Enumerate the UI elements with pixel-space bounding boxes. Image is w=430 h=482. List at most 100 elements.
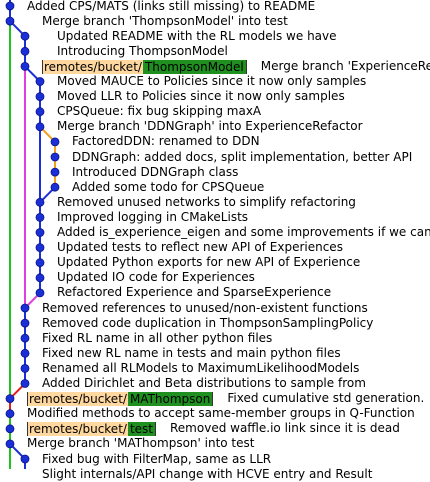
commit-dot[interactable]	[5, 409, 15, 419]
commit-dot[interactable]	[5, 1, 15, 11]
commit-row[interactable]: Added some todo for CPSQueue	[72, 180, 430, 195]
commit-dot[interactable]	[35, 243, 45, 253]
commit-message: Improved logging in CMakeLists	[57, 209, 249, 224]
commit-row[interactable]: Modified methods to accept same-member g…	[27, 406, 430, 421]
commit-row[interactable]: Introduced DDNGraph class	[72, 165, 430, 180]
ref-remote-prefix: remotes/bucket/	[28, 422, 128, 437]
commit-message: Introducing ThompsonModel	[57, 43, 228, 58]
commit-message: Modified methods to accept same-member g…	[27, 406, 415, 421]
commit-row[interactable]: Merge branch 'DDNGraph' into ExperienceR…	[57, 119, 430, 134]
commit-row[interactable]: Fixed RL name in all other python files	[42, 331, 430, 346]
commit-dot[interactable]	[50, 152, 60, 162]
commit-dot[interactable]	[5, 16, 15, 26]
commit-row[interactable]: Added is_experience_eigen and some impro…	[57, 225, 430, 240]
commit-dot[interactable]	[35, 273, 45, 283]
commit-message: Merge branch 'DDNGraph' into ExperienceR…	[57, 119, 363, 134]
commit-message: FactoredDDN: renamed to DDN	[72, 134, 260, 149]
commit-row[interactable]: Improved logging in CMakeLists	[57, 210, 430, 225]
commit-dot[interactable]	[50, 182, 60, 192]
ref-branch-name: test	[127, 422, 155, 437]
commit-dot[interactable]	[5, 439, 15, 449]
commit-row[interactable]: Fixed new RL name in tests and main pyth…	[42, 346, 430, 361]
commit-message: CPSQueue: fix bug skipping maxA	[57, 104, 262, 119]
branch-ref-label[interactable]: remotes/bucket/MAThompson	[27, 392, 214, 407]
commit-message: Fixed bug with FilterMap, same as LLR	[42, 451, 272, 466]
commit-dot[interactable]	[20, 31, 30, 41]
commit-message: Removed waffle.io link since it is dead	[170, 421, 400, 436]
commit-message: Updated README with the RL models we hav…	[57, 28, 337, 43]
commit-message: Removed unused networks to simplify refa…	[57, 194, 356, 209]
commit-dot[interactable]	[50, 167, 60, 177]
commit-row[interactable]: Introducing ThompsonModel	[57, 44, 430, 59]
commit-message: Fixed new RL name in tests and main pyth…	[42, 345, 341, 360]
commit-row[interactable]: Moved LLR to Policies since it now only …	[57, 89, 430, 104]
commit-row[interactable]: Updated tests to reflect new API of Expe…	[57, 240, 430, 255]
commit-row[interactable]: FactoredDDN: renamed to DDN	[72, 134, 430, 149]
commit-row[interactable]: Updated README with the RL models we hav…	[57, 29, 430, 44]
branch-ref-label[interactable]: remotes/bucket/test	[27, 422, 156, 437]
commit-message: Fixed cumulative std generation.	[227, 391, 425, 406]
commit-message: Added CPS/MATS (links still missing) to …	[27, 0, 316, 13]
commit-message: Removed code duplication in ThompsonSamp…	[42, 315, 374, 330]
commit-dot[interactable]	[50, 137, 60, 147]
commit-dot[interactable]	[35, 228, 45, 237]
commit-message: DDNGraph: added docs, split implementati…	[72, 149, 413, 164]
commit-row[interactable]: Removed references to unused/non-existen…	[42, 301, 430, 316]
commit-row[interactable]: Fixed bug with FilterMap, same as LLR	[42, 452, 430, 467]
commit-message: Updated IO code for Experiences	[57, 270, 255, 285]
commit-message: Introduced DDNGraph class	[72, 164, 239, 179]
commit-row[interactable]: remotes/bucket/MAThompson Fixed cumulativ…	[27, 391, 430, 407]
branch-ref-label[interactable]: remotes/bucket/ThompsonModel	[42, 59, 247, 74]
commit-message: Refactored Experience and SparseExperien…	[57, 285, 332, 300]
ref-remote-prefix: remotes/bucket/	[28, 392, 128, 407]
ref-branch-name: MAThompson	[127, 392, 213, 407]
ref-branch-name: ThompsonModel	[142, 59, 246, 74]
commit-message: Removed references to unused/non-existen…	[42, 300, 368, 315]
commit-dot[interactable]	[35, 258, 45, 268]
commit-row[interactable]: Renamed all RLModels to MaximumLikelihoo…	[42, 361, 430, 376]
commit-message: Merge branch 'ThompsonModel' into test	[42, 13, 288, 28]
commit-dot[interactable]	[35, 212, 45, 222]
commit-row[interactable]: Merge branch 'ThompsonModel' into test	[42, 14, 430, 29]
commit-dot[interactable]	[20, 303, 30, 313]
commit-dot[interactable]	[20, 363, 30, 373]
commit-dot[interactable]	[20, 454, 30, 464]
ref-remote-prefix: remotes/bucket/	[43, 59, 143, 74]
commit-dot[interactable]	[5, 424, 15, 434]
commit-message: Renamed all RLModels to MaximumLikelihoo…	[42, 360, 360, 375]
commit-row[interactable]: remotes/bucket/test Removed waffle.io lin…	[27, 421, 430, 437]
commit-dot[interactable]	[35, 122, 45, 132]
commit-message: Added is_experience_eigen and some impro…	[57, 225, 430, 239]
commit-dot[interactable]	[35, 107, 45, 117]
commit-message: Added some todo for CPSQueue	[72, 179, 265, 194]
commit-dot[interactable]	[35, 92, 45, 101]
commit-dot[interactable]	[20, 318, 30, 328]
commit-graph	[5, 0, 60, 469]
commit-row[interactable]: Added Dirichlet and Beta distributions t…	[42, 376, 430, 391]
commit-message: Fixed RL name in all other python files	[42, 330, 273, 345]
commit-dot[interactable]	[20, 348, 30, 358]
commit-row[interactable]: Updated IO code for Experiences	[57, 270, 430, 285]
commit-dot[interactable]	[5, 394, 15, 404]
commit-row[interactable]: DDNGraph: added docs, split implementati…	[72, 150, 430, 165]
commit-dot[interactable]	[20, 333, 30, 343]
commit-dot[interactable]	[20, 379, 30, 388]
commit-dot[interactable]	[35, 77, 45, 86]
commit-message: Updated Python exports for new API of Ex…	[57, 255, 361, 270]
commit-dot[interactable]	[20, 46, 30, 56]
commit-dot[interactable]	[35, 197, 45, 207]
commit-dot[interactable]	[20, 62, 30, 71]
commit-dot[interactable]	[35, 288, 45, 298]
commit-row[interactable]: CPSQueue: fix bug skipping maxA	[57, 104, 430, 119]
commit-message: Updated tests to reflect new API of Expe…	[57, 240, 343, 255]
commit-row[interactable]: Refactored Experience and SparseExperien…	[57, 285, 430, 300]
commit-row[interactable]: Merge branch 'MAThompson' into test	[27, 436, 430, 451]
commit-message: Moved LLR to Policies since it now only …	[57, 89, 345, 104]
commit-row[interactable]: Moved MAUCE to Policies since it now onl…	[57, 74, 430, 89]
commit-row[interactable]: Updated Python exports for new API of Ex…	[57, 255, 430, 270]
commit-row[interactable]: Removed unused networks to simplify refa…	[57, 195, 430, 210]
commit-row[interactable]: Added CPS/MATS (links still missing) to …	[27, 0, 430, 14]
commit-row[interactable]: Removed code duplication in ThompsonSamp…	[42, 316, 430, 331]
commit-message: Moved MAUCE to Policies since it now onl…	[57, 74, 367, 88]
